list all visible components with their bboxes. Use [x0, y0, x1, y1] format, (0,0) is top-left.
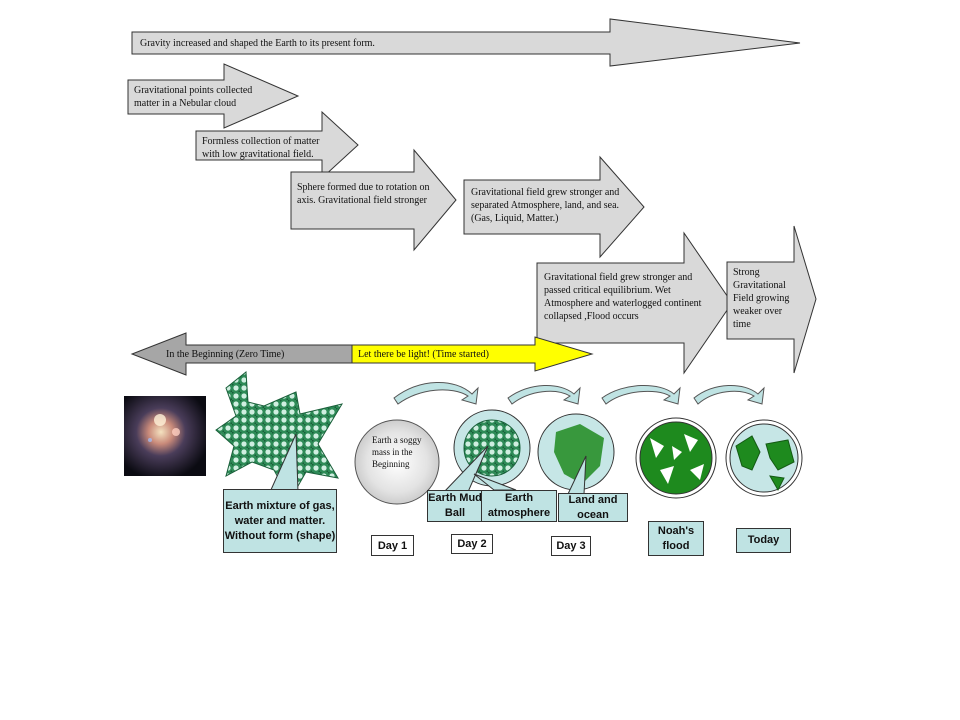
arrow-strong-field: [726, 225, 817, 374]
curved-arrow-3: [601, 385, 681, 405]
label-day2: Day 2: [451, 534, 493, 554]
text-sphere-formed: Sphere formed due to rotation on axis. G…: [297, 182, 430, 206]
text-field-separated: Gravitational field grew stronger and se…: [471, 187, 620, 224]
arrow-gravitational-points: [127, 63, 300, 129]
label-land-ocean: Land and ocean: [558, 493, 628, 522]
soggy-mass-earth: [354, 419, 440, 505]
arrow-gravity-increased: [131, 18, 801, 67]
arrow-sphere-formed: [290, 148, 457, 252]
formless-earth-shape: [215, 371, 344, 502]
label-earth-mixture: Earth mixture of gas, water and matter. …: [223, 489, 337, 553]
curved-arrow-1: [393, 382, 479, 405]
curved-arrow-2: [507, 384, 581, 405]
text-soggy-mass: Earth a soggy mass in the Beginning: [372, 435, 422, 469]
label-day1: Day 1: [371, 535, 414, 556]
label-earth-atmosphere: Earth atmosphere: [481, 490, 557, 522]
arrow-critical-equilibrium: [536, 231, 733, 375]
text-formless-collection: Formless collection of matter with low g…: [202, 136, 320, 160]
label-noahs-flood: Noah's flood: [648, 521, 704, 556]
arrow-beginning: [130, 332, 353, 376]
label-day3: Day 3: [551, 536, 591, 556]
text-let-there-be-light: Let there be light! (Time started): [358, 349, 489, 360]
arrow-formless-collection: [195, 110, 359, 180]
text-beginning: In the Beginning (Zero Time): [166, 349, 285, 360]
arrow-let-there-be-light: [351, 336, 594, 372]
text-gravity-increased: Gravity increased and shaped the Earth t…: [140, 38, 375, 49]
label-mud-ball: Earth Mud Ball: [427, 490, 483, 522]
text-strong-field: Strong Gravitational Field growing weake…: [733, 267, 790, 330]
curved-arrow-4: [693, 384, 765, 405]
text-gravitational-points: Gravitational points collected matter in…: [134, 85, 253, 109]
label-today: Today: [736, 528, 791, 553]
text-critical-equilibrium: Gravitational field grew stronger and pa…: [544, 272, 702, 322]
arrow-field-separated: [463, 155, 645, 259]
galaxy-image: [124, 396, 206, 476]
